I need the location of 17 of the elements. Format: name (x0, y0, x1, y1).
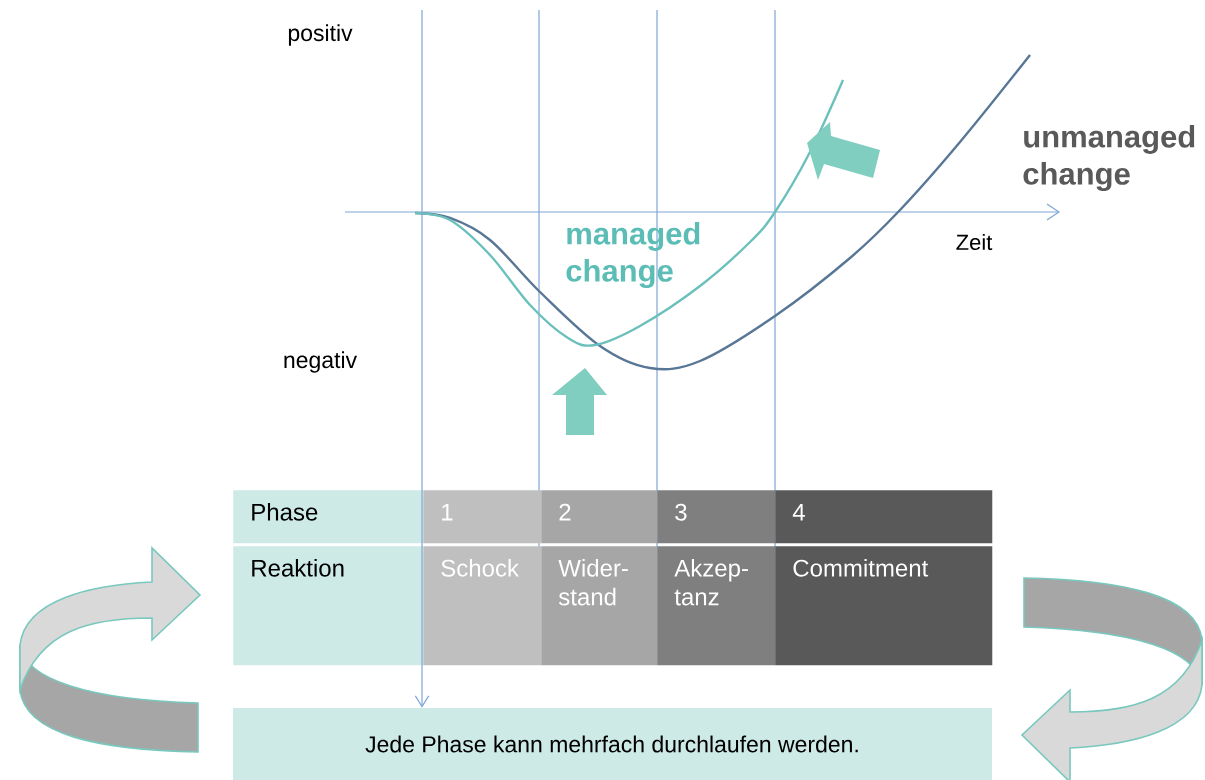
table-cell: Akzep- tanz (657, 546, 776, 666)
table-cell: Commitment (775, 546, 993, 666)
table-cell: Schock (423, 546, 542, 666)
table-cell: Phase (233, 490, 424, 544)
table-cell: 4 (775, 490, 993, 544)
table-cell: Wider- stand (541, 546, 658, 666)
curve-label: unmanaged change (1023, 124, 1195, 192)
axis-label: Zeit (956, 233, 993, 251)
table-cell: Reaktion (233, 546, 424, 666)
axis-label: negativ (284, 351, 357, 373)
table-cell: 3 (657, 490, 776, 544)
table-cell: 2 (541, 490, 658, 544)
table-cell: 1 (423, 490, 542, 544)
note-box: Jede Phase kann mehrfach durchlaufen werden. (233, 708, 992, 780)
axis-label: positiv (288, 24, 353, 46)
arrow (414, 9, 430, 708)
curve-label: managed change (566, 221, 700, 289)
